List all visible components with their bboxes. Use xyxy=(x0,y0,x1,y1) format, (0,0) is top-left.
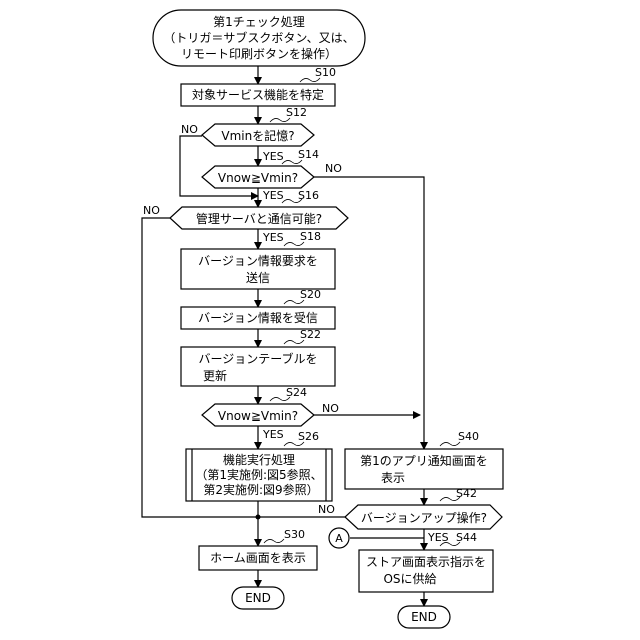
s22-id: S22 xyxy=(300,328,321,341)
s40-id: S40 xyxy=(458,430,479,443)
s20-text: バージョン情報を受信 xyxy=(198,311,318,325)
s30-text: ホーム画面を表示 xyxy=(210,551,306,565)
merge-dot xyxy=(256,515,261,520)
s20-id: S20 xyxy=(300,288,321,301)
s14-no-label: NO xyxy=(325,162,342,175)
s22-line2: 更新 xyxy=(203,368,227,383)
s30-leader xyxy=(264,539,284,543)
start-line2: （トリガ＝サブスクボタン、又は、 xyxy=(163,30,354,45)
s10-id: S10 xyxy=(315,66,336,79)
s24-no-label: NO xyxy=(322,402,339,415)
s24-yes-label: YES xyxy=(262,428,284,441)
s14-id: S14 xyxy=(298,148,319,161)
decision-s12: Vminを記憶? S12 NO YES xyxy=(181,106,314,163)
step-s44: ストア画面表示指示を OSに供給 S44 xyxy=(359,531,493,592)
s18-id: S18 xyxy=(300,230,321,243)
s26-line3: 第2実施例:図9参照） xyxy=(203,482,318,497)
s24-id: S24 xyxy=(286,386,307,399)
s40-line1: 第1のアプリ通知画面を xyxy=(360,454,488,468)
s44-id: S44 xyxy=(456,531,477,544)
start-title: 第1チェック処理 xyxy=(213,15,305,29)
end-left-label: END xyxy=(245,591,271,605)
end-terminal-left: END xyxy=(232,587,284,609)
step-s26: 機能実行処理 （第1実施例:図5参照、 第2実施例:図9参照） S26 xyxy=(186,430,332,501)
s18-line1: バージョン情報要求を xyxy=(198,254,318,268)
s16-yes-label: YES xyxy=(262,231,284,244)
s40-line2: 表示 xyxy=(381,471,405,485)
s30-id: S30 xyxy=(284,528,305,541)
s16-no-label: NO xyxy=(143,204,160,217)
s26-line1: 機能実行処理 xyxy=(223,452,295,467)
s18-line2: 送信 xyxy=(246,270,270,285)
start-line3: リモート印刷ボタンを操作） xyxy=(181,46,337,61)
s26-line2: （第1実施例:図5参照、 xyxy=(195,467,322,482)
s44-line1: ストア画面表示指示を xyxy=(366,554,486,569)
s12-no-label: NO xyxy=(181,123,198,136)
s44-line2: OSに供給 xyxy=(383,572,436,586)
end-right-label: END xyxy=(411,610,437,624)
s12-id: S12 xyxy=(286,106,307,119)
connector-a-label: A xyxy=(335,532,343,545)
s42-no-label: NO xyxy=(318,503,335,516)
connector-a: A xyxy=(329,528,349,548)
s22-line1: バージョンテーブルを xyxy=(198,351,317,366)
s26-id: S26 xyxy=(298,430,319,443)
s14-yes-label: YES xyxy=(262,189,284,202)
s42-id: S42 xyxy=(456,487,477,500)
end-terminal-right: END xyxy=(398,606,450,628)
s12-yes-label: YES xyxy=(262,150,284,163)
s40-leader xyxy=(440,442,460,446)
start-terminal: 第1チェック処理 （トリガ＝サブスクボタン、又は、 リモート印刷ボタンを操作） xyxy=(153,10,365,66)
s12-text: Vminを記憶? xyxy=(221,128,294,143)
s16-id: S16 xyxy=(298,189,319,202)
s24-text: Vnow≧Vmin? xyxy=(218,409,298,423)
s16-text: 管理サーバと通信可能? xyxy=(196,211,322,226)
s10-text: 対象サービス機能を特定 xyxy=(192,87,324,102)
s14-text: Vnow≧Vmin? xyxy=(218,171,298,185)
s42-text: バージョンアップ操作? xyxy=(361,510,487,525)
